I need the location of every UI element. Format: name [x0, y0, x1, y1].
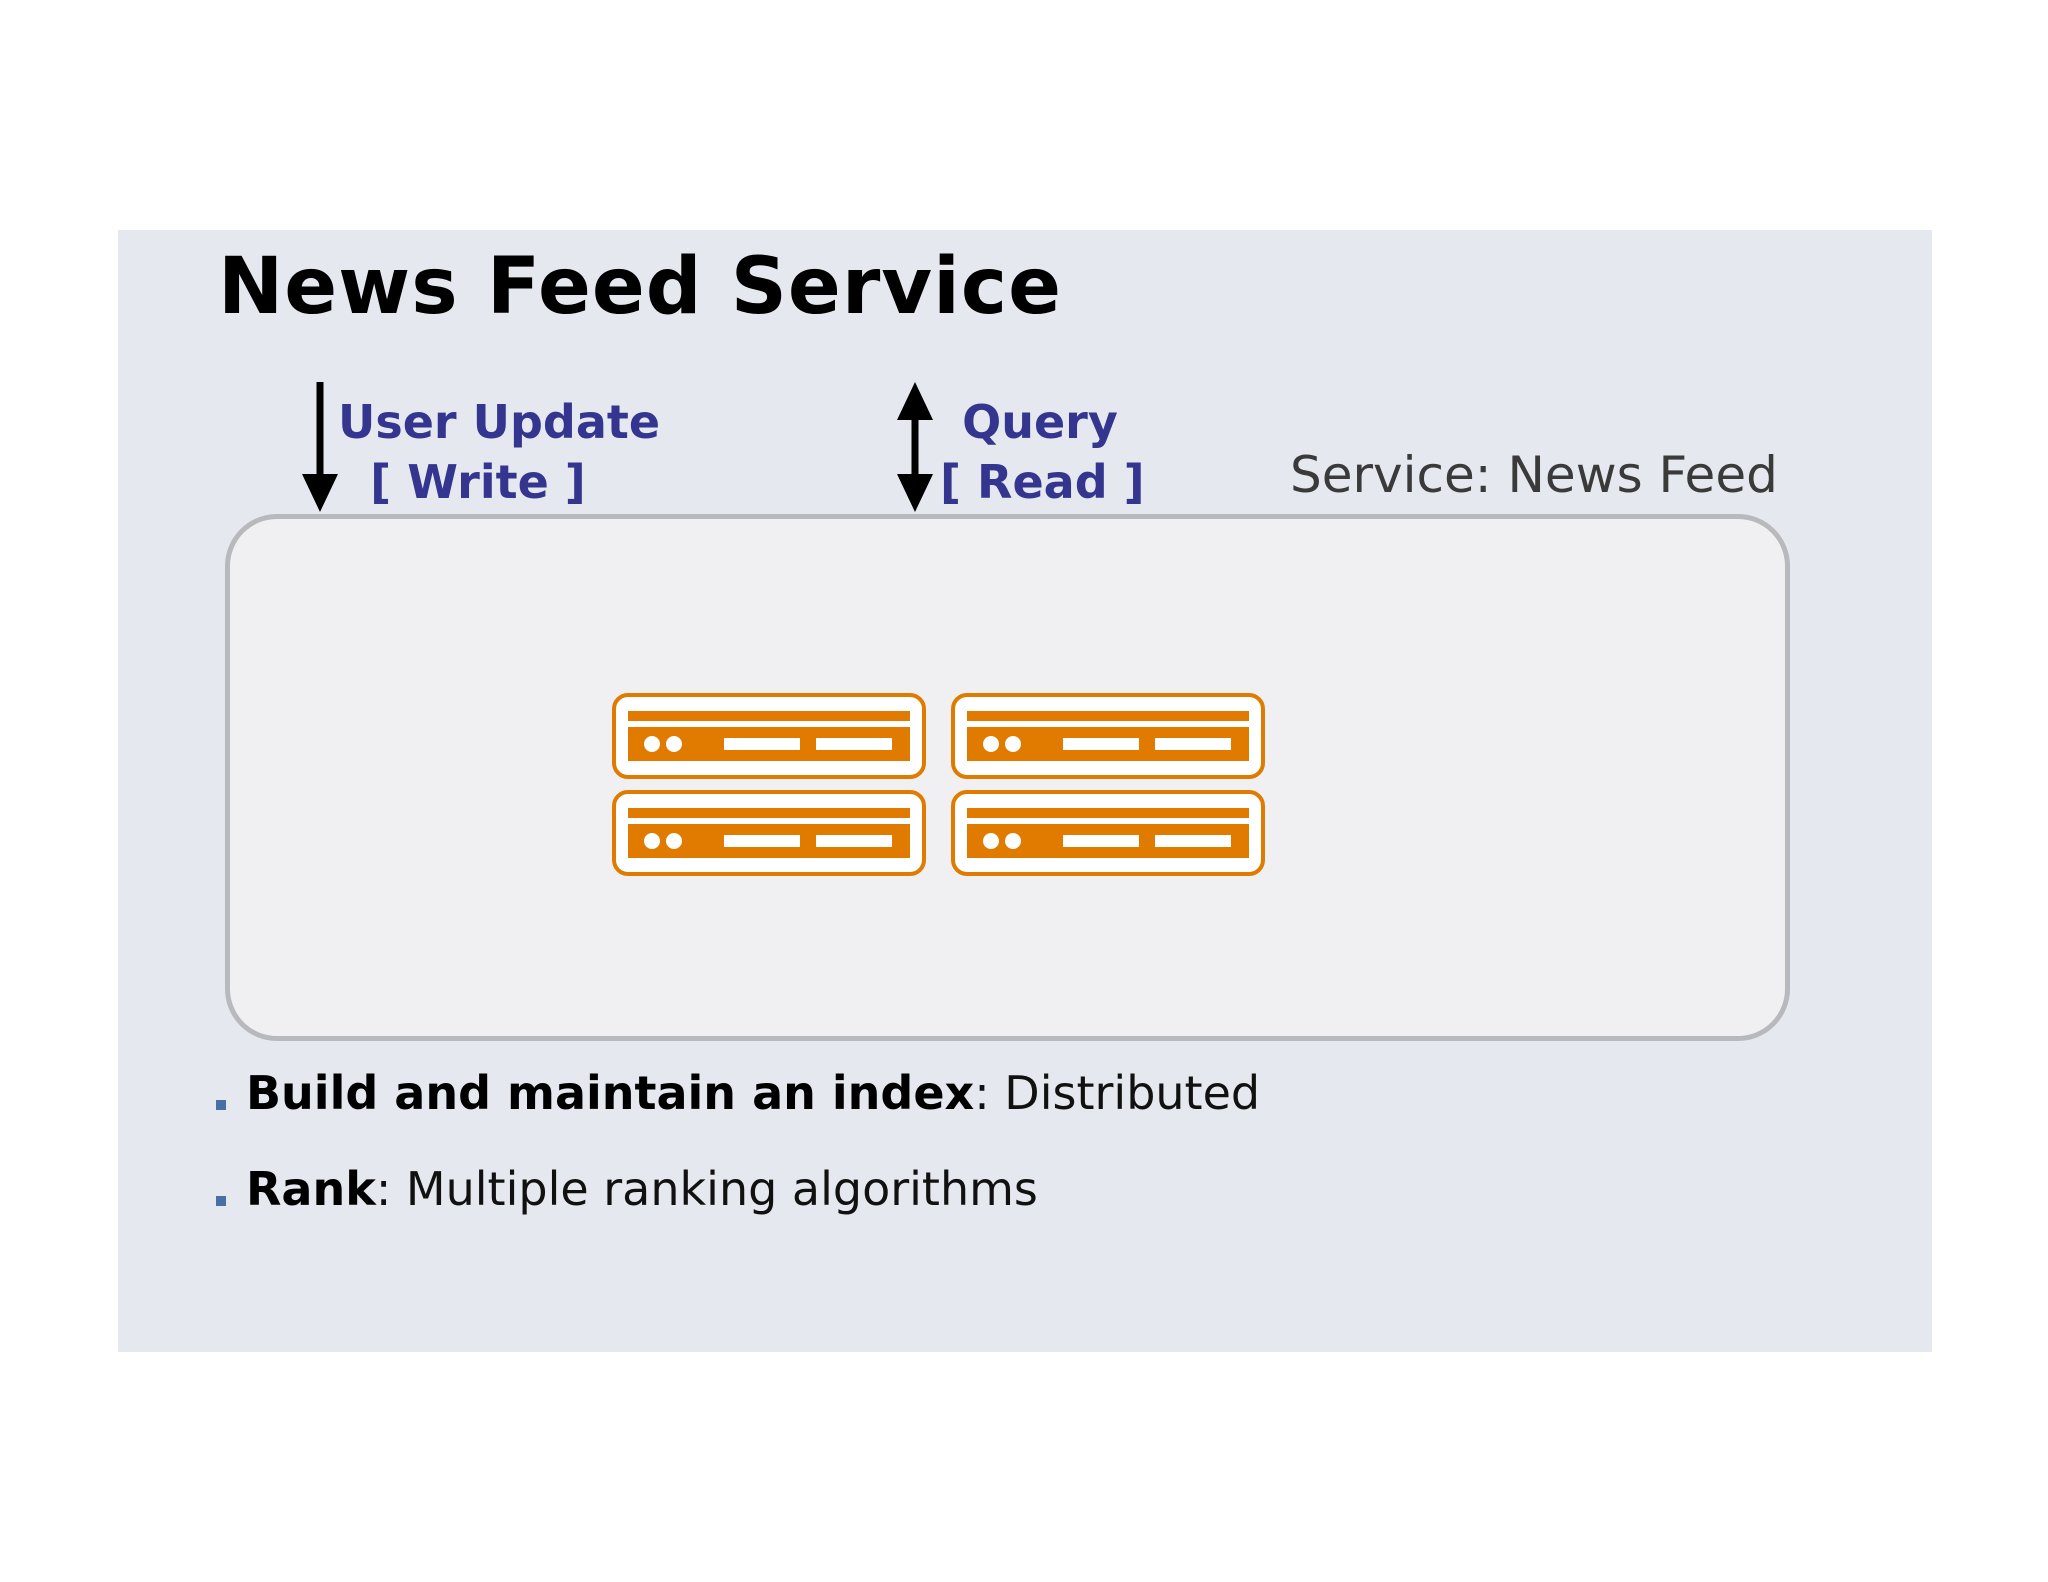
- write-flow-label: User Update [ Write ]: [338, 392, 661, 512]
- service-name-label: Service: News Feed: [1290, 446, 1778, 504]
- read-flow-line1: Query: [962, 395, 1118, 449]
- bullet-rest: : Multiple ranking algorithms: [375, 1162, 1038, 1216]
- read-flow-line2: [ Read ]: [940, 455, 1145, 509]
- server-rack-icon: [612, 693, 926, 779]
- bullet-strong: Rank: [246, 1162, 376, 1216]
- double-arrow-icon: [897, 382, 933, 512]
- write-flow-line2: [ Write ]: [370, 455, 586, 509]
- bullet-strong: Build and maintain an index: [246, 1066, 975, 1120]
- server-rack-icon: [951, 693, 1265, 779]
- page-title: News Feed Service: [218, 242, 1062, 332]
- read-flow-label: Query [ Read ]: [940, 392, 1145, 512]
- down-arrow-icon: [302, 382, 338, 512]
- server-cluster: [612, 693, 1268, 879]
- service-box: [225, 514, 1790, 1041]
- server-rack-icon: [612, 790, 926, 876]
- bullet-marker: [216, 1196, 226, 1206]
- server-rack-icon: [951, 790, 1265, 876]
- bullet-rest: : Distributed: [974, 1066, 1261, 1120]
- write-flow-line1: User Update: [338, 395, 661, 449]
- bullet-marker: [216, 1100, 226, 1110]
